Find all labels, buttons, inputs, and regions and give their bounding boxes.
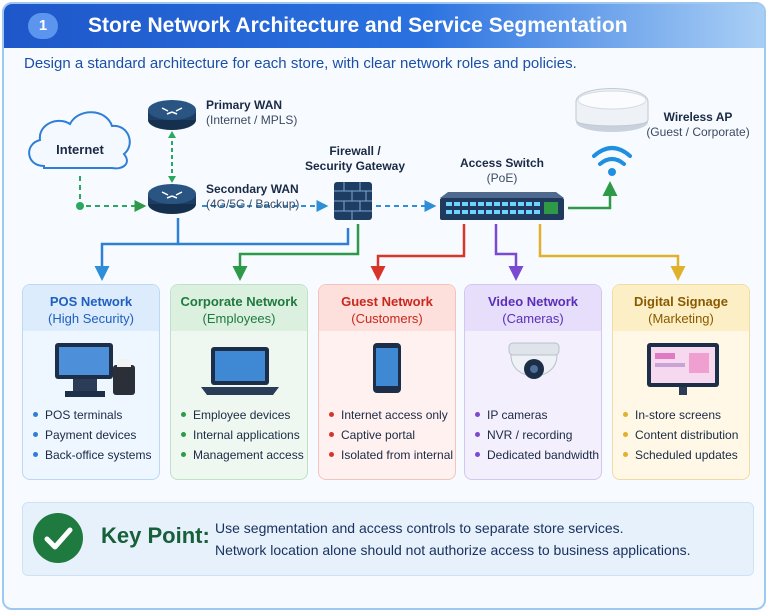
segment-title: Corporate Network — [180, 294, 298, 309]
segment-items: In-store screens Content distribution Sc… — [613, 405, 749, 465]
link-to-corporate — [232, 224, 360, 281]
firewall-label: Firewall / Security Gateway — [300, 144, 410, 174]
list-item: Internet access only — [329, 405, 455, 425]
step-badge: 1 — [28, 13, 58, 39]
header-bar: 1 Store Network Architecture and Service… — [4, 4, 764, 48]
link-to-guest — [370, 224, 466, 281]
secondary-wan-title: Secondary WAN — [206, 182, 299, 196]
segment-card-guest: Guest Network (Customers) Internet acces… — [318, 284, 456, 480]
internet-cloud-icon — [28, 111, 131, 170]
wireless-ap-sub: (Guest / Corporate) — [646, 125, 750, 139]
access-switch-icon — [440, 192, 564, 220]
segment-items: POS terminals Payment devices Back-offic… — [23, 405, 159, 465]
segment-subtitle: (Marketing) — [648, 311, 714, 326]
list-item: Isolated from internal — [329, 445, 455, 465]
segment-card-signage: Digital Signage (Marketing) In-store scr… — [612, 284, 750, 480]
access-switch-title: Access Switch — [459, 156, 545, 170]
key-point-label: Key Point: — [101, 523, 210, 548]
checkmark-icon — [33, 513, 83, 563]
link-switch-ap — [568, 181, 618, 210]
list-item: Payment devices — [33, 425, 159, 445]
link-to-pos — [94, 218, 350, 281]
segment-card-pos: POS Network (High Security) POS terminal… — [22, 284, 160, 480]
smartphone-icon — [319, 331, 455, 405]
list-item: POS terminals — [33, 405, 159, 425]
diagram-canvas — [28, 88, 686, 281]
segment-card-header: POS Network (High Security) — [23, 285, 159, 331]
segment-subtitle: (High Security) — [48, 311, 134, 326]
pos-terminal-icon — [23, 331, 159, 405]
primary-wan-label: Primary WAN (Internet / MPLS) — [206, 98, 297, 128]
list-item: Internal applications — [181, 425, 307, 445]
segment-card-header: Video Network (Cameras) — [465, 285, 601, 331]
key-point-line1: Use segmentation and access controls to … — [215, 520, 624, 536]
link-primary-secondary — [168, 131, 176, 183]
segment-title: POS Network — [49, 294, 133, 309]
link-to-signage — [538, 224, 686, 281]
segment-title: Guest Network — [341, 294, 433, 309]
segment-card-header: Corporate Network (Employees) — [171, 285, 307, 331]
list-item: Management access — [181, 445, 307, 465]
secondary-wan-sub: (4G/5G / Backup) — [206, 197, 300, 211]
primary-wan-sub: (Internet / MPLS) — [206, 113, 298, 127]
segment-subtitle: (Employees) — [202, 311, 276, 326]
segment-subtitle: (Customers) — [351, 311, 423, 326]
access-switch-sub: (PoE) — [486, 171, 518, 185]
segment-card-header: Guest Network (Customers) — [319, 285, 455, 331]
signage-screen-icon — [613, 331, 749, 405]
list-item: IP cameras — [475, 405, 601, 425]
segment-title: Digital Signage — [634, 294, 728, 309]
list-item: In-store screens — [623, 405, 749, 425]
wifi-signal-icon — [592, 146, 632, 176]
list-item: Back-office systems — [33, 445, 159, 465]
list-item: Content distribution — [623, 425, 749, 445]
secondary-wan-label: Secondary WAN (4G/5G / Backup) — [206, 182, 299, 212]
firewall-title-line2: Security Gateway — [304, 159, 406, 173]
firewall-icon — [334, 182, 372, 220]
list-item: Dedicated bandwidth — [475, 445, 601, 465]
firewall-title-line1: Firewall / — [329, 144, 381, 158]
list-item: Employee devices — [181, 405, 307, 425]
segment-items: Employee devices Internal applications M… — [171, 405, 307, 465]
secondary-wan-router-icon — [148, 184, 196, 214]
segment-card-video: Video Network (Cameras) IP cameras NVR /… — [464, 284, 602, 480]
link-to-video — [494, 224, 524, 281]
segment-subtitle: (Cameras) — [502, 311, 564, 326]
wireless-ap-label: Wireless AP (Guest / Corporate) — [640, 110, 756, 140]
key-point-box: Key Point: Use segmentation and access c… — [22, 502, 754, 576]
wireless-ap-icon — [575, 88, 649, 132]
key-point-text: Use segmentation and access controls to … — [215, 517, 691, 561]
segment-title: Video Network — [487, 294, 579, 309]
primary-wan-title: Primary WAN — [206, 98, 283, 112]
page-subtitle: Design a standard architecture for each … — [24, 55, 577, 72]
ip-camera-icon — [465, 331, 601, 405]
primary-wan-router-icon — [148, 100, 196, 130]
wireless-ap-title: Wireless AP — [663, 110, 733, 124]
list-item: Captive portal — [329, 425, 455, 445]
laptop-icon — [171, 331, 307, 405]
list-item: NVR / recording — [475, 425, 601, 445]
segment-card-corporate: Corporate Network (Employees) Employee d… — [170, 284, 308, 480]
access-switch-label: Access Switch (PoE) — [452, 156, 552, 186]
link-internet-secondary — [76, 176, 147, 212]
segment-items: IP cameras NVR / recording Dedicated ban… — [465, 405, 601, 465]
segment-items: Internet access only Captive portal Isol… — [319, 405, 455, 465]
internet-label: Internet — [56, 142, 104, 157]
list-item: Scheduled updates — [623, 445, 749, 465]
page-title: Store Network Architecture and Service S… — [88, 14, 628, 37]
key-point-line2: Network location alone should not author… — [215, 542, 691, 558]
segment-card-header: Digital Signage (Marketing) — [613, 285, 749, 331]
